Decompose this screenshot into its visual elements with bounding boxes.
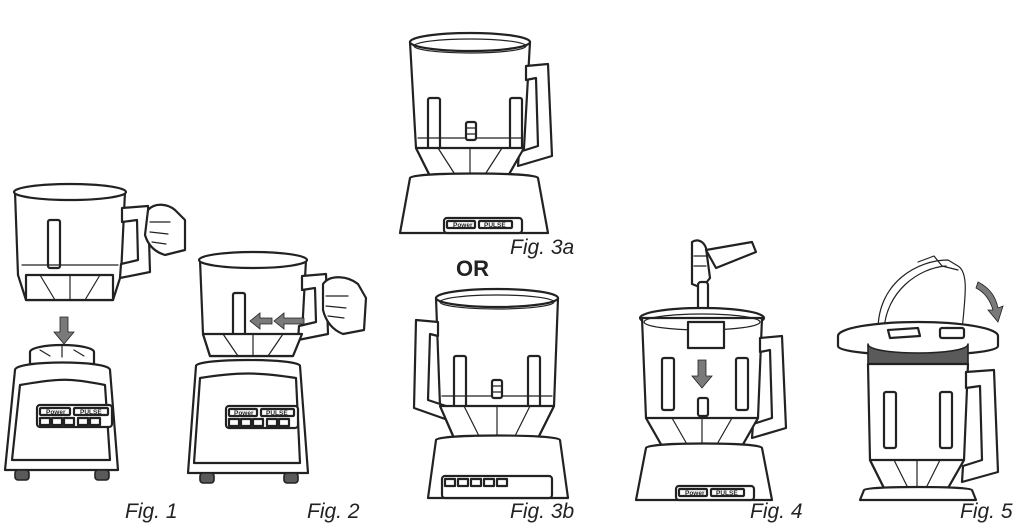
fig4-bowl (638, 306, 788, 448)
fig1-illustration: Power PULSE (3, 182, 187, 481)
fig3a-label: Fig. 3a (510, 236, 575, 259)
fig1-pulse-label: PULSE (80, 409, 102, 416)
fig2-left-arrow-1 (273, 312, 305, 330)
fig4-power-label: Power (685, 490, 705, 497)
fig1-label: Fig. 1 (125, 500, 178, 523)
fig5-lid (836, 320, 1000, 371)
fig3a-power-label: Power (453, 222, 473, 229)
fig3a-base: Power PULSE (398, 172, 550, 235)
fig2-left-arrow-2 (249, 312, 273, 330)
fig4-base: Power PULSE (634, 442, 774, 502)
fig3a-pitcher (408, 31, 554, 178)
fig3a-pulse-label: PULSE (484, 222, 506, 229)
fig2-power-label: Power (234, 410, 254, 417)
fig3b-base (426, 434, 570, 500)
fig4-label: Fig. 4 (750, 500, 803, 523)
fig4-pulse-label: PULSE (716, 490, 738, 497)
fig2-illustration: Power PULSE (186, 250, 368, 484)
fig2-pitcher (197, 250, 330, 358)
fig2-pulse-label: PULSE (266, 410, 288, 417)
or-text: OR (456, 256, 489, 281)
fig2-label: Fig. 2 (307, 500, 360, 523)
fig3b-bowl (412, 287, 560, 440)
fig1-down-arrow (53, 316, 75, 345)
fig5-label: Fig. 5 (960, 500, 1013, 523)
fig3b-illustration (412, 287, 570, 500)
fig2-hand (321, 276, 368, 336)
fig3b-spindle (490, 378, 504, 400)
fig4-spindle (696, 396, 710, 418)
fig4-hand (690, 239, 758, 290)
fig3b-label: Fig. 3b (510, 500, 575, 523)
fig5-lid-cap (938, 326, 966, 340)
fig3a-illustration: Power PULSE (398, 31, 554, 235)
fig1-pitcher (12, 182, 152, 302)
fig5-curved-arrow (975, 281, 1004, 323)
fig5-pitcher (866, 362, 1000, 490)
fig5-illustration (836, 255, 1004, 502)
fig2-base: Power PULSE (186, 358, 310, 484)
fig1-power-label: Power (46, 409, 66, 416)
fig1-base: Power PULSE (3, 343, 120, 481)
fig4-down-arrow (691, 359, 713, 389)
fig5-lid-open-ghost (877, 255, 966, 331)
fig4-illustration: Power PULSE (634, 239, 788, 502)
fig3a-spindle (464, 120, 478, 142)
